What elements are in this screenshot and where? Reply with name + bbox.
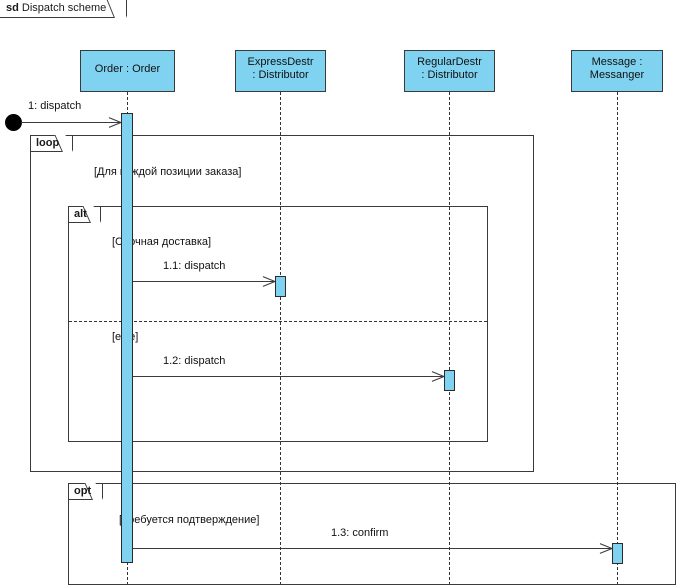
lifeline-head-order[interactable]: Order : Order	[80, 50, 175, 92]
lifeline-head-messenger[interactable]: Message : Messanger	[571, 50, 663, 92]
message-line-1-3[interactable]	[133, 548, 612, 549]
fragment-loop-tab: loop	[31, 135, 73, 152]
lifeline-express-line2: : Distributor	[252, 69, 309, 81]
diagram-frame-tab: sd Dispatch scheme	[0, 0, 127, 18]
activation-bar-regular[interactable]	[444, 370, 455, 391]
lifeline-head-regular[interactable]: RegularDestr : Distributor	[404, 50, 495, 92]
lifeline-stem-express	[280, 92, 281, 585]
found-message-start-node	[5, 114, 22, 131]
message-line-1[interactable]	[21, 122, 121, 123]
diagram-kind-keyword: sd	[6, 2, 19, 14]
lifeline-regular-line2: : Distributor	[421, 69, 478, 81]
activation-bar-express[interactable]	[275, 276, 286, 297]
fragment-alt-tab: alt	[69, 206, 101, 223]
lifeline-stem-messenger	[617, 92, 618, 585]
fragment-opt-operator: opt	[74, 485, 92, 497]
diagram-name: Dispatch scheme	[21, 2, 107, 14]
activation-bar-messenger[interactable]	[612, 543, 623, 564]
frame-tab-corner-clip	[106, 0, 127, 18]
fragment-opt-tab: opt	[69, 483, 103, 500]
fragment-loop-guard: [Для каждой позиции заказа]	[94, 166, 242, 178]
lifeline-express-line1: ExpressDestr	[247, 56, 314, 68]
fragment-alt[interactable]: alt	[68, 206, 488, 442]
lifeline-messenger-line1: Message :	[591, 56, 643, 68]
message-label-1-3: 1.3: confirm	[331, 527, 389, 539]
message-label-1-2: 1.2: dispatch	[163, 355, 226, 367]
lifeline-order-line1: Order : Order	[94, 63, 161, 75]
fragment-opt-guard: [Требуется подтверждение]	[119, 514, 260, 526]
message-label-1-1: 1.1: dispatch	[163, 260, 226, 272]
message-line-1-1[interactable]	[133, 281, 275, 282]
message-line-1-2[interactable]	[133, 376, 444, 377]
lifeline-regular-line1: RegularDestr	[417, 56, 482, 68]
fragment-alt-guard-1: [Срочная доставка]	[112, 236, 212, 248]
fragment-alt-operand-divider	[69, 321, 487, 322]
activation-bar-order[interactable]	[121, 113, 133, 563]
fragment-loop[interactable]: loop	[30, 135, 534, 472]
lifeline-stem-regular	[449, 92, 450, 585]
fragment-loop-operator: loop	[36, 137, 60, 149]
lifeline-head-express[interactable]: ExpressDestr : Distributor	[235, 50, 326, 92]
diagram-title: sd Dispatch scheme	[6, 1, 106, 16]
fragment-alt-operator: alt	[74, 208, 87, 220]
lifeline-messenger-line2: Messanger	[589, 69, 645, 81]
message-label-1: 1: dispatch	[28, 100, 82, 112]
